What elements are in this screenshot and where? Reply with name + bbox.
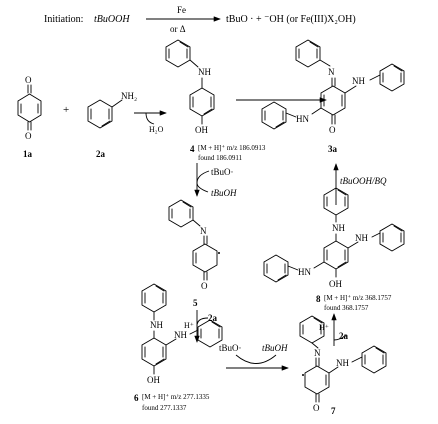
svg-text:2a: 2a xyxy=(339,331,349,341)
initiation-product: tBuO · + ⁻OH (or Fe(III)X₂OH) xyxy=(226,14,356,25)
svg-text:tBuOH: tBuOH xyxy=(262,343,288,353)
label-5: 5 xyxy=(193,298,198,308)
compound-2a-structure: NH₂ xyxy=(87,91,137,129)
label-1a: 1a xyxy=(23,149,33,159)
compound-4-structure: NH OH xyxy=(165,39,215,135)
ms-8-calc: [M + H]⁺ m/z 368.1757 xyxy=(324,294,392,302)
ms-8-found: found 368.1757 xyxy=(324,304,369,312)
initiation-catalyst: Fe xyxy=(177,5,186,15)
svg-text:NH: NH xyxy=(174,330,187,340)
label-8: 8 xyxy=(316,294,321,304)
svg-text:NH: NH xyxy=(150,320,163,330)
svg-text:NH: NH xyxy=(336,358,349,368)
svg-text:O: O xyxy=(313,403,320,413)
svg-text:N: N xyxy=(314,348,321,358)
compound-5-structure: N O xyxy=(168,199,220,291)
svg-text:NH: NH xyxy=(352,76,365,86)
svg-text:H₂O: H₂O xyxy=(149,125,164,134)
label-7: 7 xyxy=(331,406,336,416)
svg-text:HN: HN xyxy=(296,114,309,124)
ms-4-found: found 186.0911 xyxy=(198,154,243,162)
compound-7-structure: N NH O xyxy=(299,315,387,413)
ms-6-calc: [M + H]⁺ m/z 277.1335 xyxy=(142,393,210,401)
svg-text:N: N xyxy=(328,67,335,77)
initiation-step: Initiation: tBuOOH Fe or Δ tBuO · + ⁻OH … xyxy=(44,5,356,34)
initiation-reactant: tBuOOH xyxy=(94,14,130,25)
compound-3a-structure: N NH HN O xyxy=(261,39,405,135)
ms-6-found: found 277.1337 xyxy=(142,404,187,412)
initiation-label: Initiation: xyxy=(44,14,83,25)
svg-text:2a: 2a xyxy=(208,313,218,323)
svg-text:NH: NH xyxy=(355,233,368,243)
svg-text:NH: NH xyxy=(332,223,345,233)
ms-4-calc: [M + H]⁺ m/z 186.0913 xyxy=(198,144,266,152)
svg-text:H⁺: H⁺ xyxy=(184,321,194,330)
svg-text:O: O xyxy=(329,125,336,135)
label-4: 4 xyxy=(190,144,195,154)
svg-text:tBuOH: tBuOH xyxy=(211,188,237,198)
label-6: 6 xyxy=(134,393,139,403)
initiation-condition: or Δ xyxy=(170,24,186,34)
svg-text:NH: NH xyxy=(198,67,211,77)
compound-8-structure: NH NH HN OH xyxy=(263,187,405,289)
svg-text:tBuO·: tBuO· xyxy=(211,167,234,177)
svg-text:OH: OH xyxy=(147,375,160,385)
svg-text:tBuOOH/BQ: tBuOOH/BQ xyxy=(340,176,387,186)
atom-label: O xyxy=(25,75,32,85)
compound-1a-structure: O O xyxy=(17,75,42,141)
svg-text:OH: OH xyxy=(329,279,342,289)
plus-sign: + xyxy=(63,104,69,116)
svg-text:O: O xyxy=(201,281,208,291)
compound-6-structure: NH NH OH xyxy=(141,283,223,385)
label-2a: 2a xyxy=(96,149,106,159)
svg-text:OH: OH xyxy=(195,125,208,135)
svg-text:O: O xyxy=(25,131,32,141)
svg-text:tBuO·: tBuO· xyxy=(219,343,242,353)
label-3a: 3a xyxy=(328,144,338,154)
svg-text:HN: HN xyxy=(298,267,311,277)
svg-text:NH₂: NH₂ xyxy=(121,91,137,101)
svg-text:N: N xyxy=(200,226,207,236)
